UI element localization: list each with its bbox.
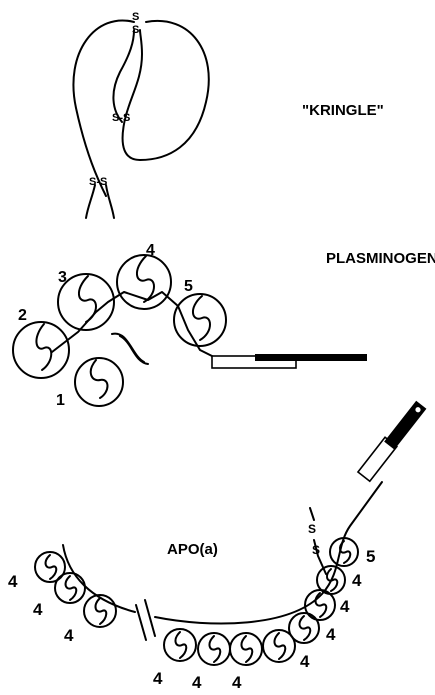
apoa-kringle-right-5 (330, 538, 358, 566)
kringle-diagram: S S S-S S-S "KRINGLE" (73, 11, 383, 218)
apoa-label-4-bottom-3: 4 (232, 673, 242, 692)
plasminogen-number-5: 5 (184, 278, 193, 295)
kringle-ss-top-1: S (132, 11, 139, 23)
plasminogen-diagram: PLASMINOGEN 1 2 3 4 5 (13, 242, 435, 409)
kringle-ss-middle: S-S (112, 112, 130, 124)
apoa-kringle-right-4 (317, 566, 345, 594)
apoa-label-4-left-2: 4 (33, 600, 43, 619)
plasminogen-kringle-2 (13, 322, 69, 378)
apoa-diagram: APO(a) S S 5 4 4 4 4 4 4 4 4 4 (8, 399, 426, 692)
plasminogen-tail-loop (112, 334, 148, 364)
apoa-ss-2: S (312, 543, 320, 557)
apoa-kringle-right-2 (289, 613, 319, 643)
apoa-label-4-right-2: 4 (326, 625, 336, 644)
apoa-disulfide-tether (310, 508, 326, 574)
plasminogen-kringle-1 (75, 358, 123, 406)
apoa-ss-1: S (308, 522, 316, 536)
apoa-kringle-left-2 (55, 573, 85, 603)
apoa-label-4-left-1: 4 (8, 572, 18, 591)
plasminogen-title: PLASMINOGEN (326, 250, 435, 267)
apoa-title: APO(a) (167, 541, 218, 558)
apoa-break-mark-2 (145, 600, 155, 636)
kringle-inner-loop (113, 30, 134, 122)
apoa-kringle-bottom-3 (230, 633, 262, 665)
plasminogen-kringle-5 (174, 294, 226, 346)
apoa-label-4-right-3: 4 (340, 597, 350, 616)
plasminogen-backbone (52, 292, 290, 362)
kringle-ss-top-2: S (132, 24, 139, 36)
apoa-label-4-bottom-1: 4 (153, 669, 163, 688)
apoa-label-4-bottom-2: 4 (192, 673, 202, 692)
apoa-label-4-right-4: 4 (352, 571, 362, 590)
kringle-outer-loop (73, 20, 208, 196)
kringle-ss-bottom: S-S (89, 176, 107, 188)
plasminogen-number-2: 2 (18, 307, 27, 324)
apoa-kringle-bottom-2 (198, 633, 230, 665)
apoa-label-5: 5 (366, 547, 375, 566)
apoa-kringle-bottom-1 (164, 629, 196, 661)
apoa-break-mark-1 (136, 605, 146, 640)
kringle-title: "KRINGLE" (302, 102, 384, 119)
plasminogen-protease-dark (255, 354, 367, 361)
apoa-protease-domain (358, 399, 426, 481)
plasminogen-number-4: 4 (146, 242, 155, 259)
plasminogen-number-3: 3 (58, 269, 67, 286)
kringle-tails (86, 185, 114, 218)
plasminogen-kringle-4 (117, 255, 171, 309)
apoa-kringle-left-3 (84, 595, 116, 627)
plasminogen-number-1: 1 (56, 392, 65, 409)
apoa-label-4-left-3: 4 (64, 626, 74, 645)
apoa-label-4-right-1: 4 (300, 652, 310, 671)
